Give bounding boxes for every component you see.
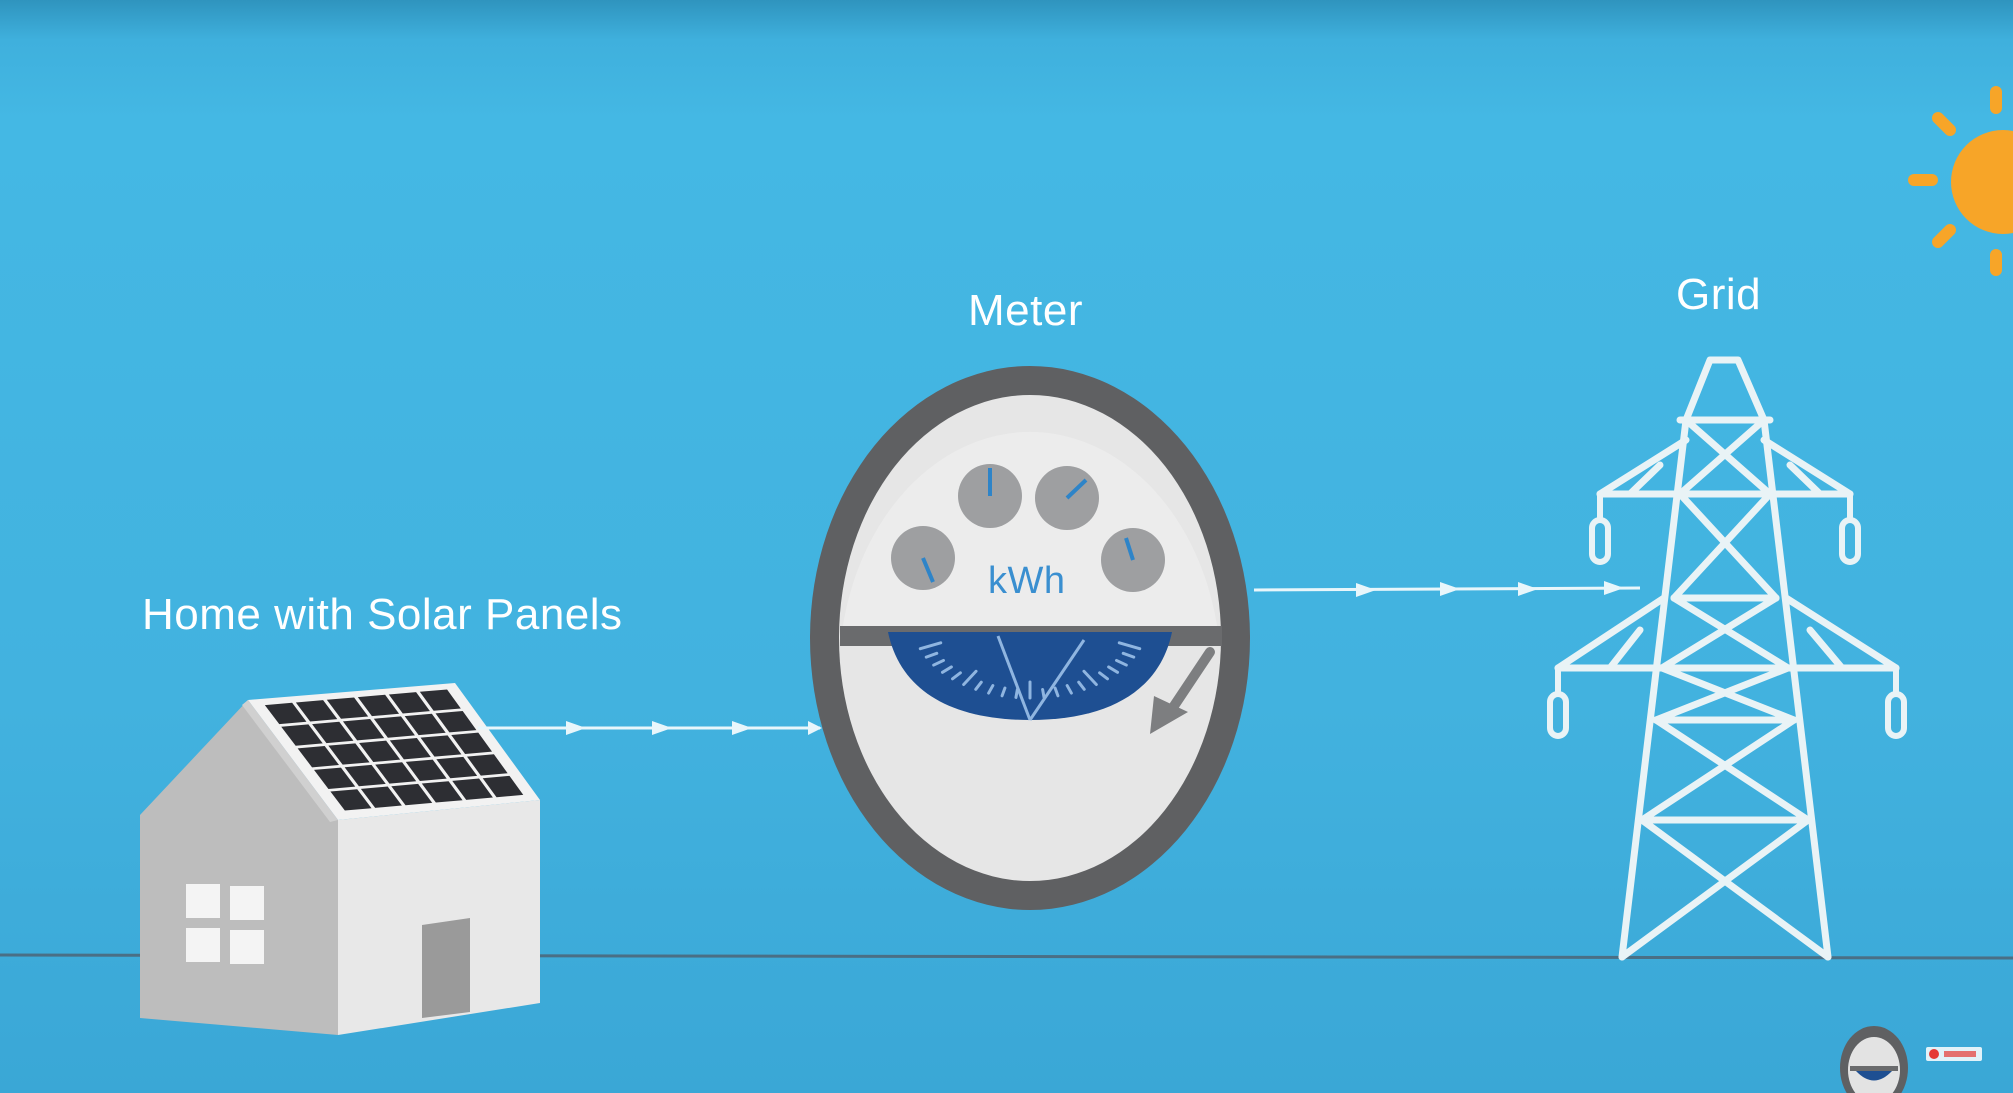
solar-cell: [404, 713, 446, 736]
dial-tick: [932, 658, 945, 667]
dial-tick: [940, 665, 953, 674]
dial-tick: [1053, 686, 1060, 698]
solar-cell: [419, 689, 461, 711]
meter-label: Meter: [968, 286, 1083, 335]
dial-tick: [987, 684, 995, 695]
solar-cell: [375, 762, 417, 784]
flow-arrow-icon: [478, 721, 822, 735]
grid-label: Grid: [1676, 270, 1762, 319]
dial-tick: [918, 641, 943, 651]
electric-meter-icon: [810, 366, 1250, 910]
solar-cell: [359, 740, 401, 763]
solar-cell: [314, 767, 356, 789]
solar-cell: [435, 711, 477, 733]
solar-cell: [312, 721, 354, 744]
meter-gauges: [891, 464, 1165, 592]
solar-cell: [421, 781, 463, 803]
dial-tick: [1014, 688, 1019, 699]
solar-cell: [420, 735, 462, 757]
house-icon: [140, 683, 540, 1035]
sun-icon: [1908, 86, 2013, 276]
mini-meter-icon: [1840, 1026, 1908, 1093]
house-door: [422, 918, 470, 1018]
solar-cell: [466, 754, 508, 776]
house-window: [186, 884, 264, 964]
solar-cell: [436, 756, 478, 779]
meter-unit-label: kWh: [988, 560, 1066, 602]
solar-cell: [328, 743, 370, 765]
solar-cell: [389, 737, 431, 760]
dial-tick: [1000, 686, 1007, 698]
dial-tick: [1121, 651, 1136, 659]
dial-tick: [1098, 671, 1109, 681]
transmission-tower-icon: [1547, 356, 1907, 961]
solar-cell: [342, 719, 385, 741]
solar-cell: [373, 716, 415, 738]
solar-cell: [357, 694, 400, 717]
play-badge-icon: [1926, 1047, 1982, 1061]
dial-tick: [1041, 688, 1046, 699]
dial-tick: [974, 680, 983, 691]
solar-cell: [482, 775, 524, 798]
solar-cell: [405, 759, 447, 781]
solar-cell: [297, 745, 339, 768]
dial-tick: [1065, 684, 1073, 695]
dial-tick: [1117, 641, 1142, 651]
solar-cell: [388, 692, 430, 714]
flow-arrow-icon: [1253, 581, 1641, 597]
solar-cell: [281, 724, 323, 746]
solar-cell: [451, 732, 493, 755]
dial-tick: [951, 671, 962, 681]
dial-tick: [1082, 669, 1098, 687]
solar-cell: [452, 778, 493, 800]
dial-tick: [1077, 680, 1086, 691]
solar-cell: [391, 783, 433, 806]
dial-tick: [1107, 665, 1120, 674]
meter-arrow-icon: [1150, 647, 1215, 734]
home-label: Home with Solar Panels: [142, 590, 623, 639]
solar-cell: [330, 789, 372, 811]
solar-cell: [360, 786, 402, 808]
solar-cell: [326, 697, 369, 719]
solar-panel-icon: [264, 689, 524, 811]
dial-tick: [924, 651, 939, 659]
dial-tick: [962, 669, 978, 687]
solar-cell: [295, 700, 338, 722]
solar-cell: [264, 702, 307, 725]
dial-tick: [1115, 658, 1128, 667]
solar-cell: [344, 764, 386, 787]
